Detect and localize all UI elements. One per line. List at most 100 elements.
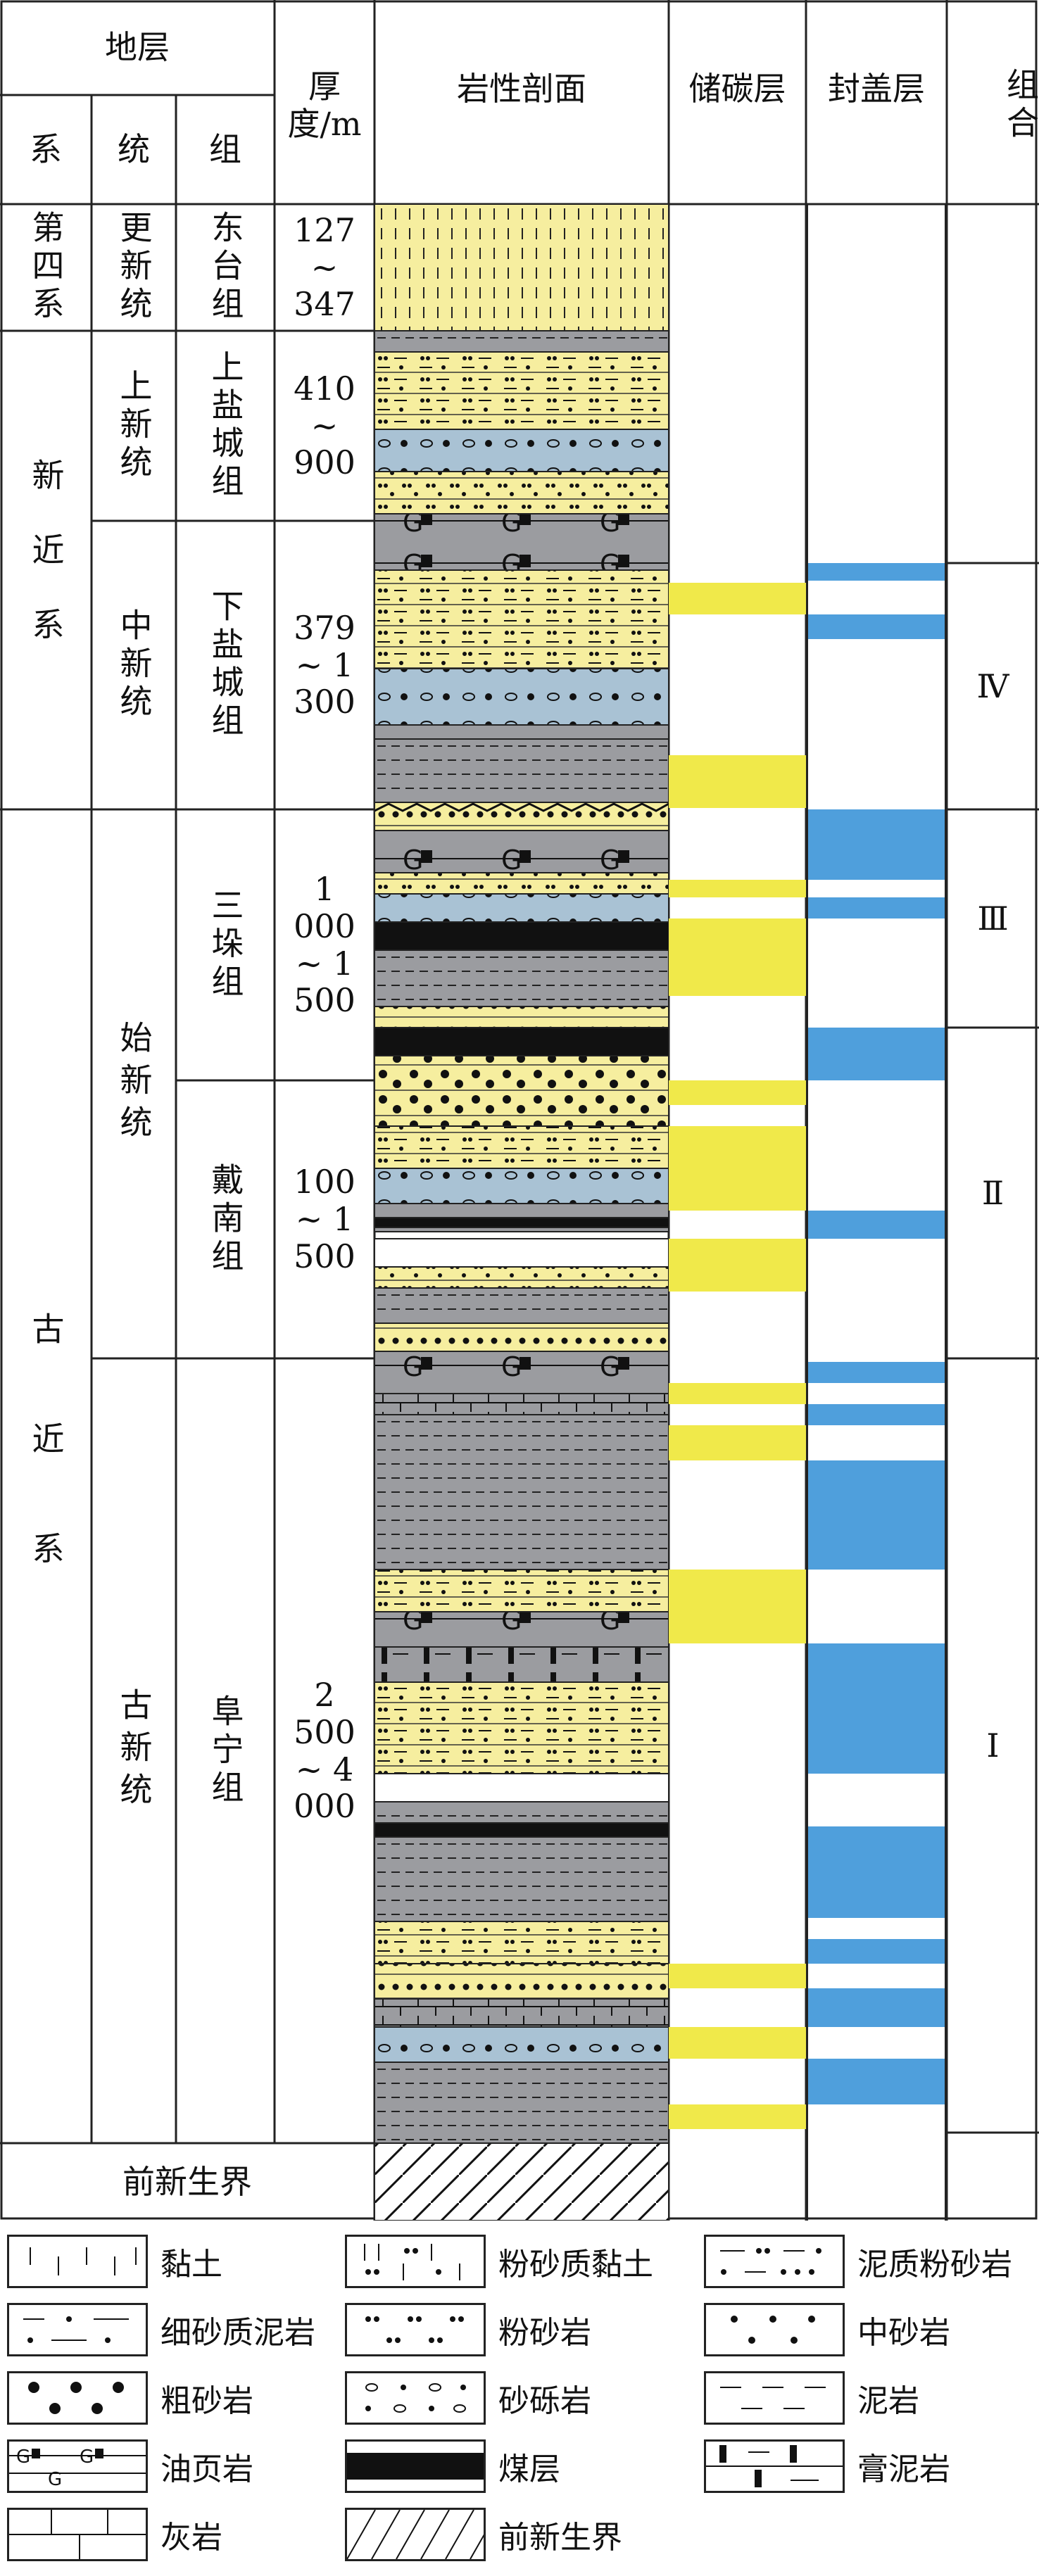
caprock-layer (806, 1028, 947, 1080)
reservoir-layer (669, 1570, 806, 1643)
reservoir-layer (669, 1383, 806, 1404)
assemblage-III: Ⅲ (977, 899, 1009, 937)
legend-label: 前新生界 (498, 2520, 622, 2556)
header-strata: 地层 (105, 28, 170, 67)
legend-label: 油页岩 (160, 2451, 253, 2487)
legend-item-gypsum-mudstone: 膏泥岩 (704, 2439, 950, 2493)
formation-dainan: 戴南组 (206, 1162, 245, 1277)
legend-item-limestone: 灰岩 (7, 2508, 222, 2561)
legend-swatch-clay (7, 2235, 148, 2288)
legend-item-pre-cenozoic: 前新生界 (345, 2508, 622, 2561)
legend-swatch-medium-sandstone (704, 2303, 845, 2356)
legend-swatch-muddy-siltstone (704, 2235, 845, 2288)
system-paleogene: 古近系 (27, 1311, 65, 1641)
legend-label: 灰岩 (160, 2520, 222, 2556)
series-pliocene: 上新统 (115, 369, 153, 483)
legend-swatch-gypsum-mudstone (704, 2439, 845, 2493)
reservoir-layer (669, 880, 806, 897)
caprock-layer (806, 1404, 947, 1425)
system-neogene: 新近系 (27, 458, 65, 682)
legend-item-clay: 黏土 (7, 2235, 222, 2288)
legend-swatch-coal (345, 2439, 486, 2493)
caprock-layer (806, 1460, 947, 1570)
formation-dongtai: 东台组 (206, 210, 245, 324)
header-series: 统 (118, 130, 150, 169)
caprock-layer (806, 2059, 947, 2104)
series-eocene: 始新统 (115, 1021, 153, 1147)
thickness-funing: 2 500 ~ 4 000 (294, 1675, 355, 1826)
legend-swatch-siltstone (345, 2303, 486, 2356)
caprock-layer (806, 809, 947, 880)
legend-swatch-glutenite (345, 2371, 486, 2425)
legend-swatch-limestone (7, 2508, 148, 2561)
caprock-layer (806, 1939, 947, 1964)
legend-item-fine-sandy-mudstone: 细砂质泥岩 (7, 2303, 315, 2356)
legend-label: 黏土 (160, 2247, 222, 2283)
header-thickness: 厚度/m (287, 68, 362, 143)
svg-text:G: G (16, 2446, 30, 2468)
header-caprock: 封盖层 (828, 70, 925, 108)
legend-swatch-pre-cenozoic (345, 2508, 499, 2561)
series-pleistocene: 更新统 (115, 210, 153, 324)
legend-swatch-silty-clay (345, 2235, 486, 2288)
header-reservoir: 储碳层 (688, 70, 786, 108)
basement-label: 前新生界 (122, 2162, 252, 2201)
legend-label: 膏泥岩 (857, 2451, 950, 2487)
legend-item-muddy-siltstone: 泥质粉砂岩 (704, 2235, 1012, 2288)
formation-sanduo: 三垛组 (206, 888, 245, 1002)
header-assemblage: 组合 (1002, 68, 1039, 144)
lithology-column: G (374, 204, 669, 2221)
formation-lower-yancheng: 下盐城组 (206, 589, 245, 741)
reservoir-layer (669, 583, 806, 614)
legend-swatch-coarse-sandstone (7, 2371, 148, 2425)
caprock-layer (806, 614, 947, 639)
series-paleocene: 古新统 (115, 1687, 153, 1814)
legend-label: 粗砂岩 (160, 2383, 253, 2419)
thickness-dainan: 100 ~ 1 500 (294, 1163, 355, 1275)
legend-label: 粉砂质黏土 (498, 2247, 653, 2283)
svg-text:G: G (48, 2469, 62, 2490)
reservoir-layer (669, 1964, 806, 1988)
svg-text:G: G (80, 2446, 94, 2468)
thickness-lower-yancheng: 379 ~ 1 300 (294, 608, 355, 721)
legend-label: 泥岩 (857, 2383, 919, 2419)
legend: 黏土 粉砂质黏土 泥质粉砂岩 细砂质泥岩 粉砂岩 中砂岩 粗砂岩 (0, 2224, 1039, 2576)
legend-swatch-fine-sandy-mudstone (7, 2303, 148, 2356)
thickness-sanduo: 1 000 ~ 1 500 (294, 869, 355, 1020)
thickness-upper-yancheng: 410 ~ 900 (294, 369, 355, 482)
reservoir-layer (669, 755, 806, 808)
legend-label: 细砂质泥岩 (160, 2315, 315, 2351)
legend-label: 砂砾岩 (498, 2383, 591, 2419)
caprock-layer (806, 1362, 947, 1383)
legend-item-silty-clay: 粉砂质黏土 (345, 2235, 653, 2288)
header-system: 系 (30, 130, 62, 169)
legend-label: 粉砂岩 (498, 2315, 591, 2351)
reservoir-layer (669, 2027, 806, 2059)
reservoir-layer (669, 1239, 806, 1292)
assemblage-II: Ⅱ (981, 1173, 1005, 1212)
formation-upper-yancheng: 上盐城组 (206, 350, 245, 502)
legend-swatch-mudstone (704, 2371, 845, 2425)
caprock-layer (806, 563, 947, 581)
series-miocene: 中新统 (115, 608, 153, 722)
header-lithology: 岩性剖面 (457, 70, 586, 108)
legend-item-siltstone: 粉砂岩 (345, 2303, 591, 2356)
system-quaternary: 第四系 (27, 210, 65, 324)
reservoir-layer (669, 2104, 806, 2129)
reservoir-layer (669, 1126, 806, 1211)
caprock-layer (806, 1826, 947, 1918)
legend-item-mudstone: 泥岩 (704, 2371, 919, 2425)
caprock-layer (806, 1643, 947, 1774)
reservoir-layer (669, 1425, 806, 1460)
legend-label: 泥质粉砂岩 (857, 2247, 1012, 2283)
legend-item-coarse-sandstone: 粗砂岩 (7, 2371, 253, 2425)
caprock-layer (806, 1211, 947, 1239)
reservoir-layer (669, 1080, 806, 1105)
formation-funing: 阜宁组 (206, 1693, 245, 1808)
legend-label: 中砂岩 (857, 2315, 950, 2351)
caprock-layer (806, 1988, 947, 2027)
legend-item-glutenite: 砂砾岩 (345, 2371, 591, 2425)
reservoir-layer (669, 918, 806, 996)
